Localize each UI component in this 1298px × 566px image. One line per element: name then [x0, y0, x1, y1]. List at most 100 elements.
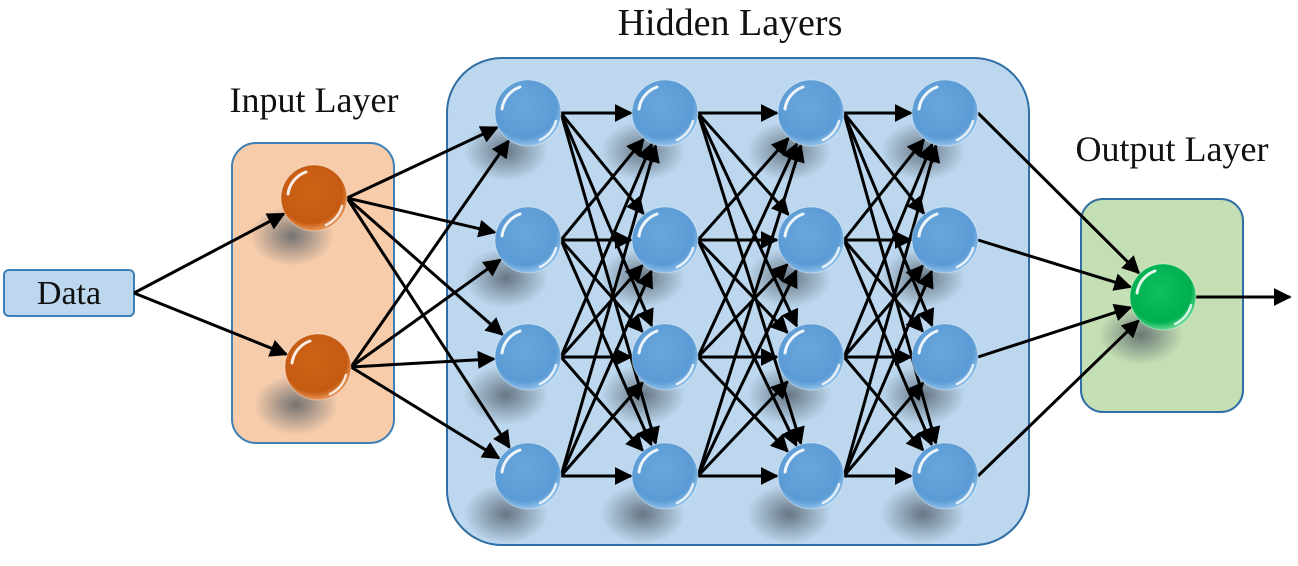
hidden-node-l1-n1	[494, 79, 562, 147]
rim-glint	[538, 246, 558, 269]
edge-h3n3-to-h4n2	[842, 264, 924, 358]
input-layer-label: Input Layer	[230, 80, 399, 120]
edge-h4n1-to-output	[976, 111, 1141, 275]
edge-h4n3-to-output	[977, 303, 1133, 359]
edge-input2-to-h1n4	[350, 365, 501, 460]
edge-h2n4-to-h3n2	[696, 269, 798, 477]
edge-h3n2-to-h4n4	[842, 239, 934, 447]
highlight-glint	[783, 212, 805, 238]
highlight-glint	[290, 339, 312, 365]
hidden-node-l2-n1	[631, 79, 699, 147]
hidden-node-l4-n3	[911, 323, 979, 391]
rim-glint	[328, 373, 348, 396]
highlight-glint	[500, 85, 522, 111]
edge-data-to-input-2	[133, 291, 289, 357]
edge-h3n2-to-h4n1	[842, 138, 926, 241]
hidden-node-l3-n1	[777, 79, 845, 147]
edge-input1-to-h1n2	[346, 196, 497, 238]
hidden-layers-box	[446, 57, 1030, 546]
edge-h2n3-to-h3n1	[696, 142, 799, 358]
rim-glint	[821, 482, 841, 505]
edge-h3n4-to-h4n2	[842, 269, 934, 477]
edge-h3n3-to-h4n1	[842, 142, 935, 358]
edge-h2n4-to-h3n3	[696, 380, 789, 478]
highlight-glint	[637, 85, 659, 111]
highlight-glint	[917, 85, 939, 111]
hidden-node-l2-n2	[631, 206, 699, 274]
edge-input2-to-h1n2	[350, 258, 502, 369]
hidden-node-l3-n2	[777, 206, 845, 274]
edge-h3n3-to-h4n4	[842, 356, 925, 452]
highlight-glint	[286, 170, 308, 196]
rim-glint	[538, 363, 558, 386]
hidden-node-l4-n4	[911, 442, 979, 510]
rim-glint	[955, 363, 975, 386]
edge-input1-to-h1n1	[346, 126, 499, 200]
hidden-node-l1-n4	[494, 442, 562, 510]
edge-h2n3-to-h3n4	[696, 355, 789, 453]
edge-data-to-input-1	[133, 212, 286, 295]
edge-h3n2-to-h4n3	[842, 239, 924, 333]
data-label: Data	[37, 275, 101, 312]
highlight-glint	[917, 448, 939, 474]
hidden-node-l4-n1	[911, 79, 979, 147]
edge-h1n3-to-h2n2	[559, 264, 644, 358]
edge-input1-to-h1n3	[346, 196, 504, 336]
rim-glint	[1173, 303, 1193, 326]
highlight-glint	[783, 448, 805, 474]
hidden-layers-label: Hidden Layers	[618, 2, 843, 44]
rim-glint	[675, 246, 695, 269]
highlight-glint	[637, 448, 659, 474]
edge-h3n1-to-h4n3	[842, 112, 935, 328]
output-node	[1129, 263, 1197, 331]
edge-input2-to-h1n1	[349, 139, 510, 368]
rim-glint	[955, 482, 975, 505]
output-layer-label: Output Layer	[1076, 129, 1269, 169]
edge-h1n3-to-h2n4	[559, 356, 644, 452]
highlight-glint	[783, 85, 805, 111]
rim-glint	[324, 204, 344, 227]
highlight-glint	[500, 448, 522, 474]
edge-h2n1-to-h3n3	[696, 112, 799, 328]
edge-h3n4-to-h4n3	[842, 381, 925, 477]
highlight-glint	[637, 212, 659, 238]
edge-h1n2-to-h2n4	[559, 239, 653, 447]
edge-h2n2-to-h3n4	[696, 239, 798, 447]
highlight-glint	[637, 329, 659, 355]
highlight-glint	[500, 329, 522, 355]
highlight-glint	[500, 212, 522, 238]
highlight-glint	[783, 329, 805, 355]
rim-glint	[955, 246, 975, 269]
hidden-node-l4-n2	[911, 206, 979, 274]
rim-glint	[821, 119, 841, 142]
hidden-node-l3-n4	[777, 442, 845, 510]
input-node-2	[284, 333, 352, 401]
edge-h2n2-to-h3n1	[696, 137, 790, 241]
edge-input2-to-h1n3	[350, 350, 496, 369]
edge-h2n3-to-h3n2	[696, 263, 789, 359]
highlight-glint	[917, 329, 939, 355]
rim-glint	[675, 363, 695, 386]
rim-glint	[955, 119, 975, 142]
edge-h1n2-to-h2n3	[559, 239, 644, 333]
edge-input1-to-h1n4	[345, 197, 511, 450]
rim-glint	[821, 363, 841, 386]
rim-glint	[821, 246, 841, 269]
edge-h1n1-to-h2n3	[559, 112, 654, 328]
edge-h1n4-to-h2n2	[559, 269, 653, 477]
edge-h1n3-to-h2n1	[559, 142, 654, 358]
edge-h3n4-to-h4n1	[842, 144, 941, 477]
highlight-glint	[917, 212, 939, 238]
edge-h4n4-to-output	[976, 319, 1140, 478]
edge-h4n2-to-output	[977, 238, 1133, 291]
highlight-glint	[1135, 269, 1157, 295]
edge-h1n4-to-h2n3	[559, 381, 644, 477]
edge-h1n2-to-h2n1	[559, 137, 645, 241]
rim-glint	[538, 482, 558, 505]
hidden-node-l2-n4	[631, 442, 699, 510]
hidden-node-l3-n3	[777, 323, 845, 391]
hidden-node-l1-n2	[494, 206, 562, 274]
rim-glint	[675, 119, 695, 142]
edge-h1n4-to-h2n1	[559, 143, 660, 477]
